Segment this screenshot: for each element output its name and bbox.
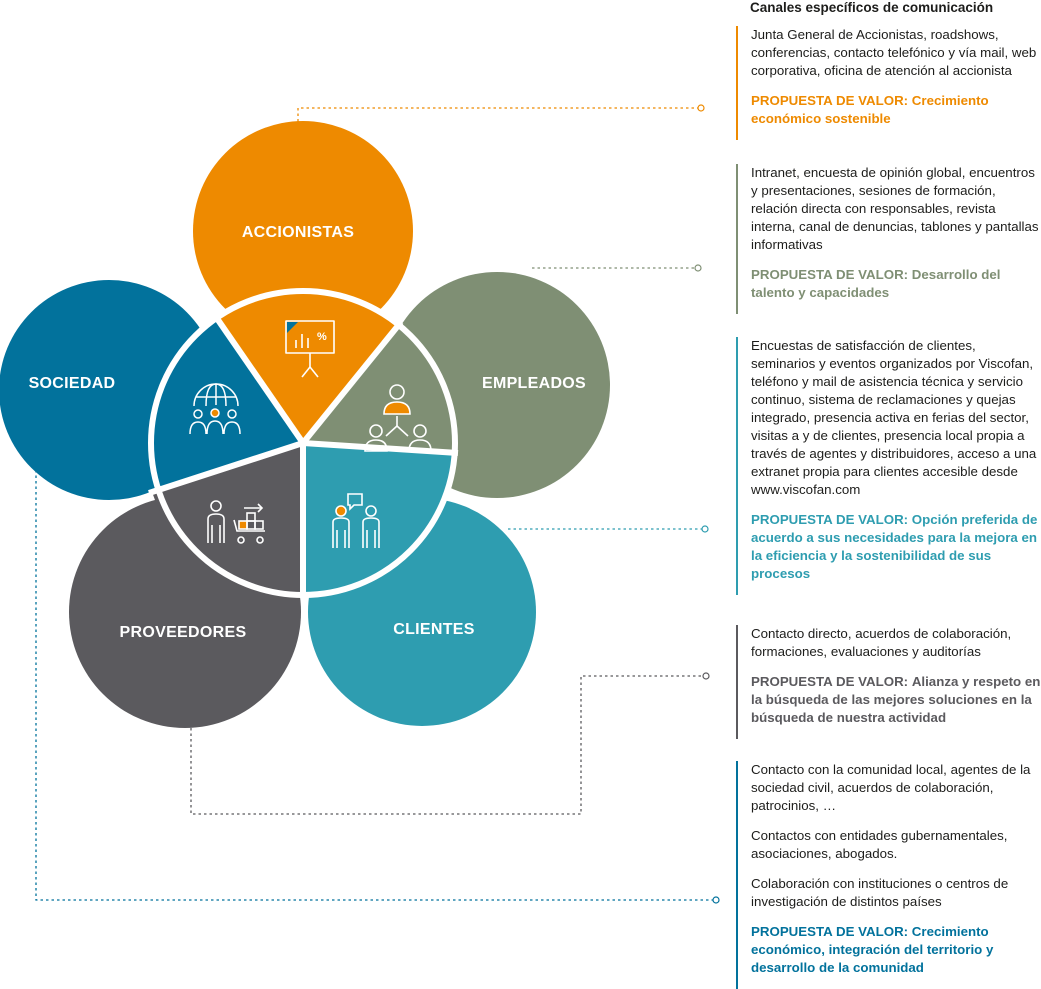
channels-text: Intranet, encuesta de opinión global, en… [751,165,1039,252]
channels-block-sociedad: Contacto con la comunidad local, agentes… [736,761,1041,989]
channels-text: Contacto con la comunidad local, agentes… [751,762,1031,813]
value-proposition: PROPUESTA DE VALOR: Opción preferida de … [751,512,1038,581]
channels-block-clientes: Encuestas de satisfacción de clientes, s… [736,337,1041,595]
sector-clientes [303,443,455,596]
channels-text: Colaboración con instituciones o centros… [751,876,1009,909]
channels-text: Contactos con entidades gubernamentales,… [751,828,1008,861]
svg-text:%: % [317,331,327,343]
globe-people-icon [189,383,241,435]
customer-chat-icon [332,493,380,548]
sector-sociedad [145,320,303,492]
channels-text: Junta General de Accionistas, roadshows,… [751,27,1037,78]
value-proposition: PROPUESTA DE VALOR: Crecimiento económic… [751,93,989,126]
petal-label-accionistas: ACCIONISTAS [242,224,354,241]
value-proposition-text: Alianza y respeto en la búsqueda de las … [751,674,1041,725]
petal-label-clientes: CLIENTES [393,621,475,638]
petal-accionistas [193,121,413,341]
petal-label-empleados: EMPLEADOS [482,375,586,392]
connector-sociedad [35,470,714,901]
petal-label-sociedad: SOCIEDAD [29,375,116,392]
value-proposition: PROPUESTA DE VALOR: Crecimiento económic… [751,924,994,975]
value-proposition: PROPUESTA DE VALOR: Alianza y respeto en… [751,673,1041,727]
channels-text: Encuestas de satisfacción de clientes, s… [751,338,1037,497]
petal-label-proveedores: PROVEEDORES [120,624,247,641]
presentation-chart-icon: % [285,320,335,378]
supplier-cart-icon [207,500,265,544]
value-proposition-label: PROPUESTA DE VALOR: [751,674,909,689]
connector-proveedores [190,675,705,815]
sector-empleados [303,325,456,453]
channels-text: Contacto directo, acuerdos de colaboraci… [751,626,1012,659]
panel-title: Canales específicos de comunicación [750,0,994,15]
channels-block-empleados: Intranet, encuesta de opinión global, en… [736,164,1041,314]
team-network-icon [364,384,432,452]
value-proposition: PROPUESTA DE VALOR: Desarrollo del talen… [751,267,1001,300]
stakeholder-flower-diagram: ACCIONISTAS EMPLEADOS CLIENTES PROVEEDOR… [0,104,720,904]
connector-accionistas [297,107,700,127]
channels-block-accionistas: Junta General de Accionistas, roadshows,… [736,26,1041,140]
channels-block-proveedores: Contacto directo, acuerdos de colaboraci… [736,625,1041,739]
